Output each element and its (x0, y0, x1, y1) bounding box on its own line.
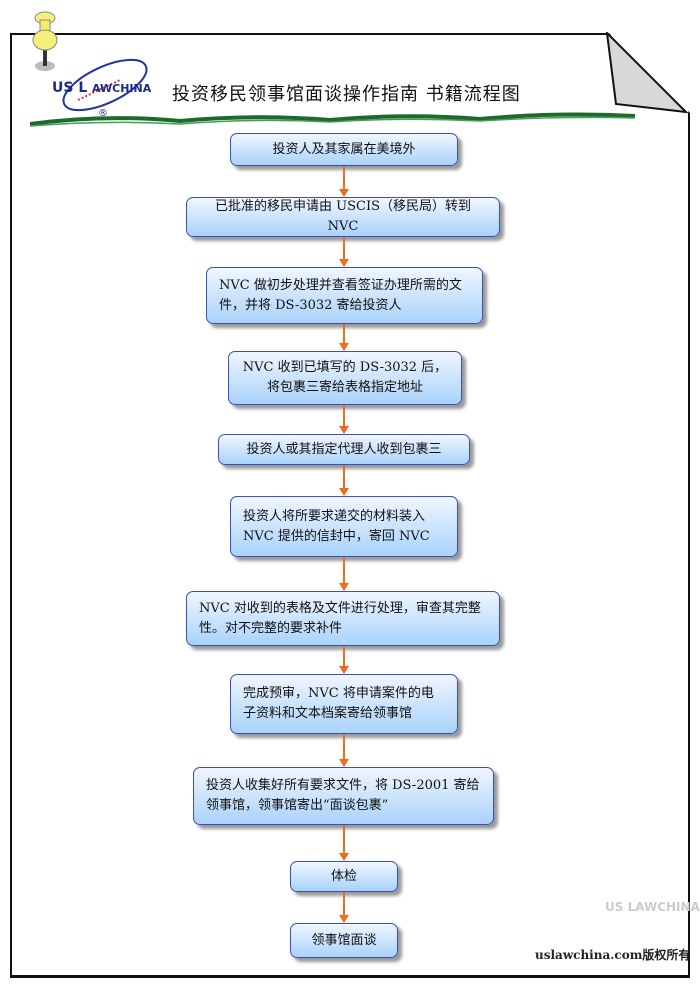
step-7-box: NVC 对收到的表格及文件进行处理，审查其完整性。对不完整的要求补件 (186, 591, 500, 646)
step-2-box: 已批准的移民申请由 USCIS（移民局）转到 NVC (186, 197, 500, 237)
vine-divider (30, 112, 636, 127)
uslawchina-logo: US L AWCHINA ® (52, 58, 152, 119)
step-4-box: NVC 收到已填写的 DS-3032 后，将包裹三寄给表格指定地址 (228, 351, 462, 405)
step-6-box: 投资人将所要求递交的材料装入 NVC 提供的信封中，寄回 NVC (230, 496, 458, 557)
flow-arrow (339, 237, 349, 267)
flow-arrow (339, 166, 349, 197)
flow-arrow (339, 324, 349, 351)
step-8-box: 完成预审，NVC 将申请案件的电子资料和文本档案寄给领事馆 (230, 674, 458, 734)
flow-arrow (339, 646, 349, 674)
flow-arrow (339, 825, 349, 861)
svg-text:AWCHINA: AWCHINA (92, 82, 152, 95)
flow-arrow (339, 557, 349, 591)
flow-arrow (339, 465, 349, 496)
step-5-box: 投资人或其指定代理人收到包裹三 (218, 434, 470, 465)
flow-arrow (339, 892, 349, 923)
pushpin-icon (32, 11, 58, 71)
svg-text:US L: US L (52, 80, 87, 96)
step-1-box: 投资人及其家属在美境外 (230, 133, 458, 166)
page-title: 投资移民领事馆面谈操作指南 书籍流程图 (172, 84, 521, 105)
copyright-footer: uslawchina.com版权所有 (535, 948, 691, 962)
flow-arrow (339, 734, 349, 767)
step-10-box: 体检 (290, 861, 398, 892)
step-3-box: NVC 做初步处理并查看签证办理所需的文件，并将 DS-3032 寄给投资人 (206, 267, 483, 324)
step-11-box: 领事馆面谈 (290, 923, 398, 958)
flow-arrow (339, 405, 349, 434)
folded-corner (606, 32, 688, 114)
svg-text:®: ® (98, 108, 108, 119)
step-9-box: 投资人收集好所有要求文件，将 DS-2001 寄给领事馆，领事馆寄出“面谈包裹” (193, 767, 494, 825)
logo-watermark: US LAWCHINA (605, 900, 700, 914)
